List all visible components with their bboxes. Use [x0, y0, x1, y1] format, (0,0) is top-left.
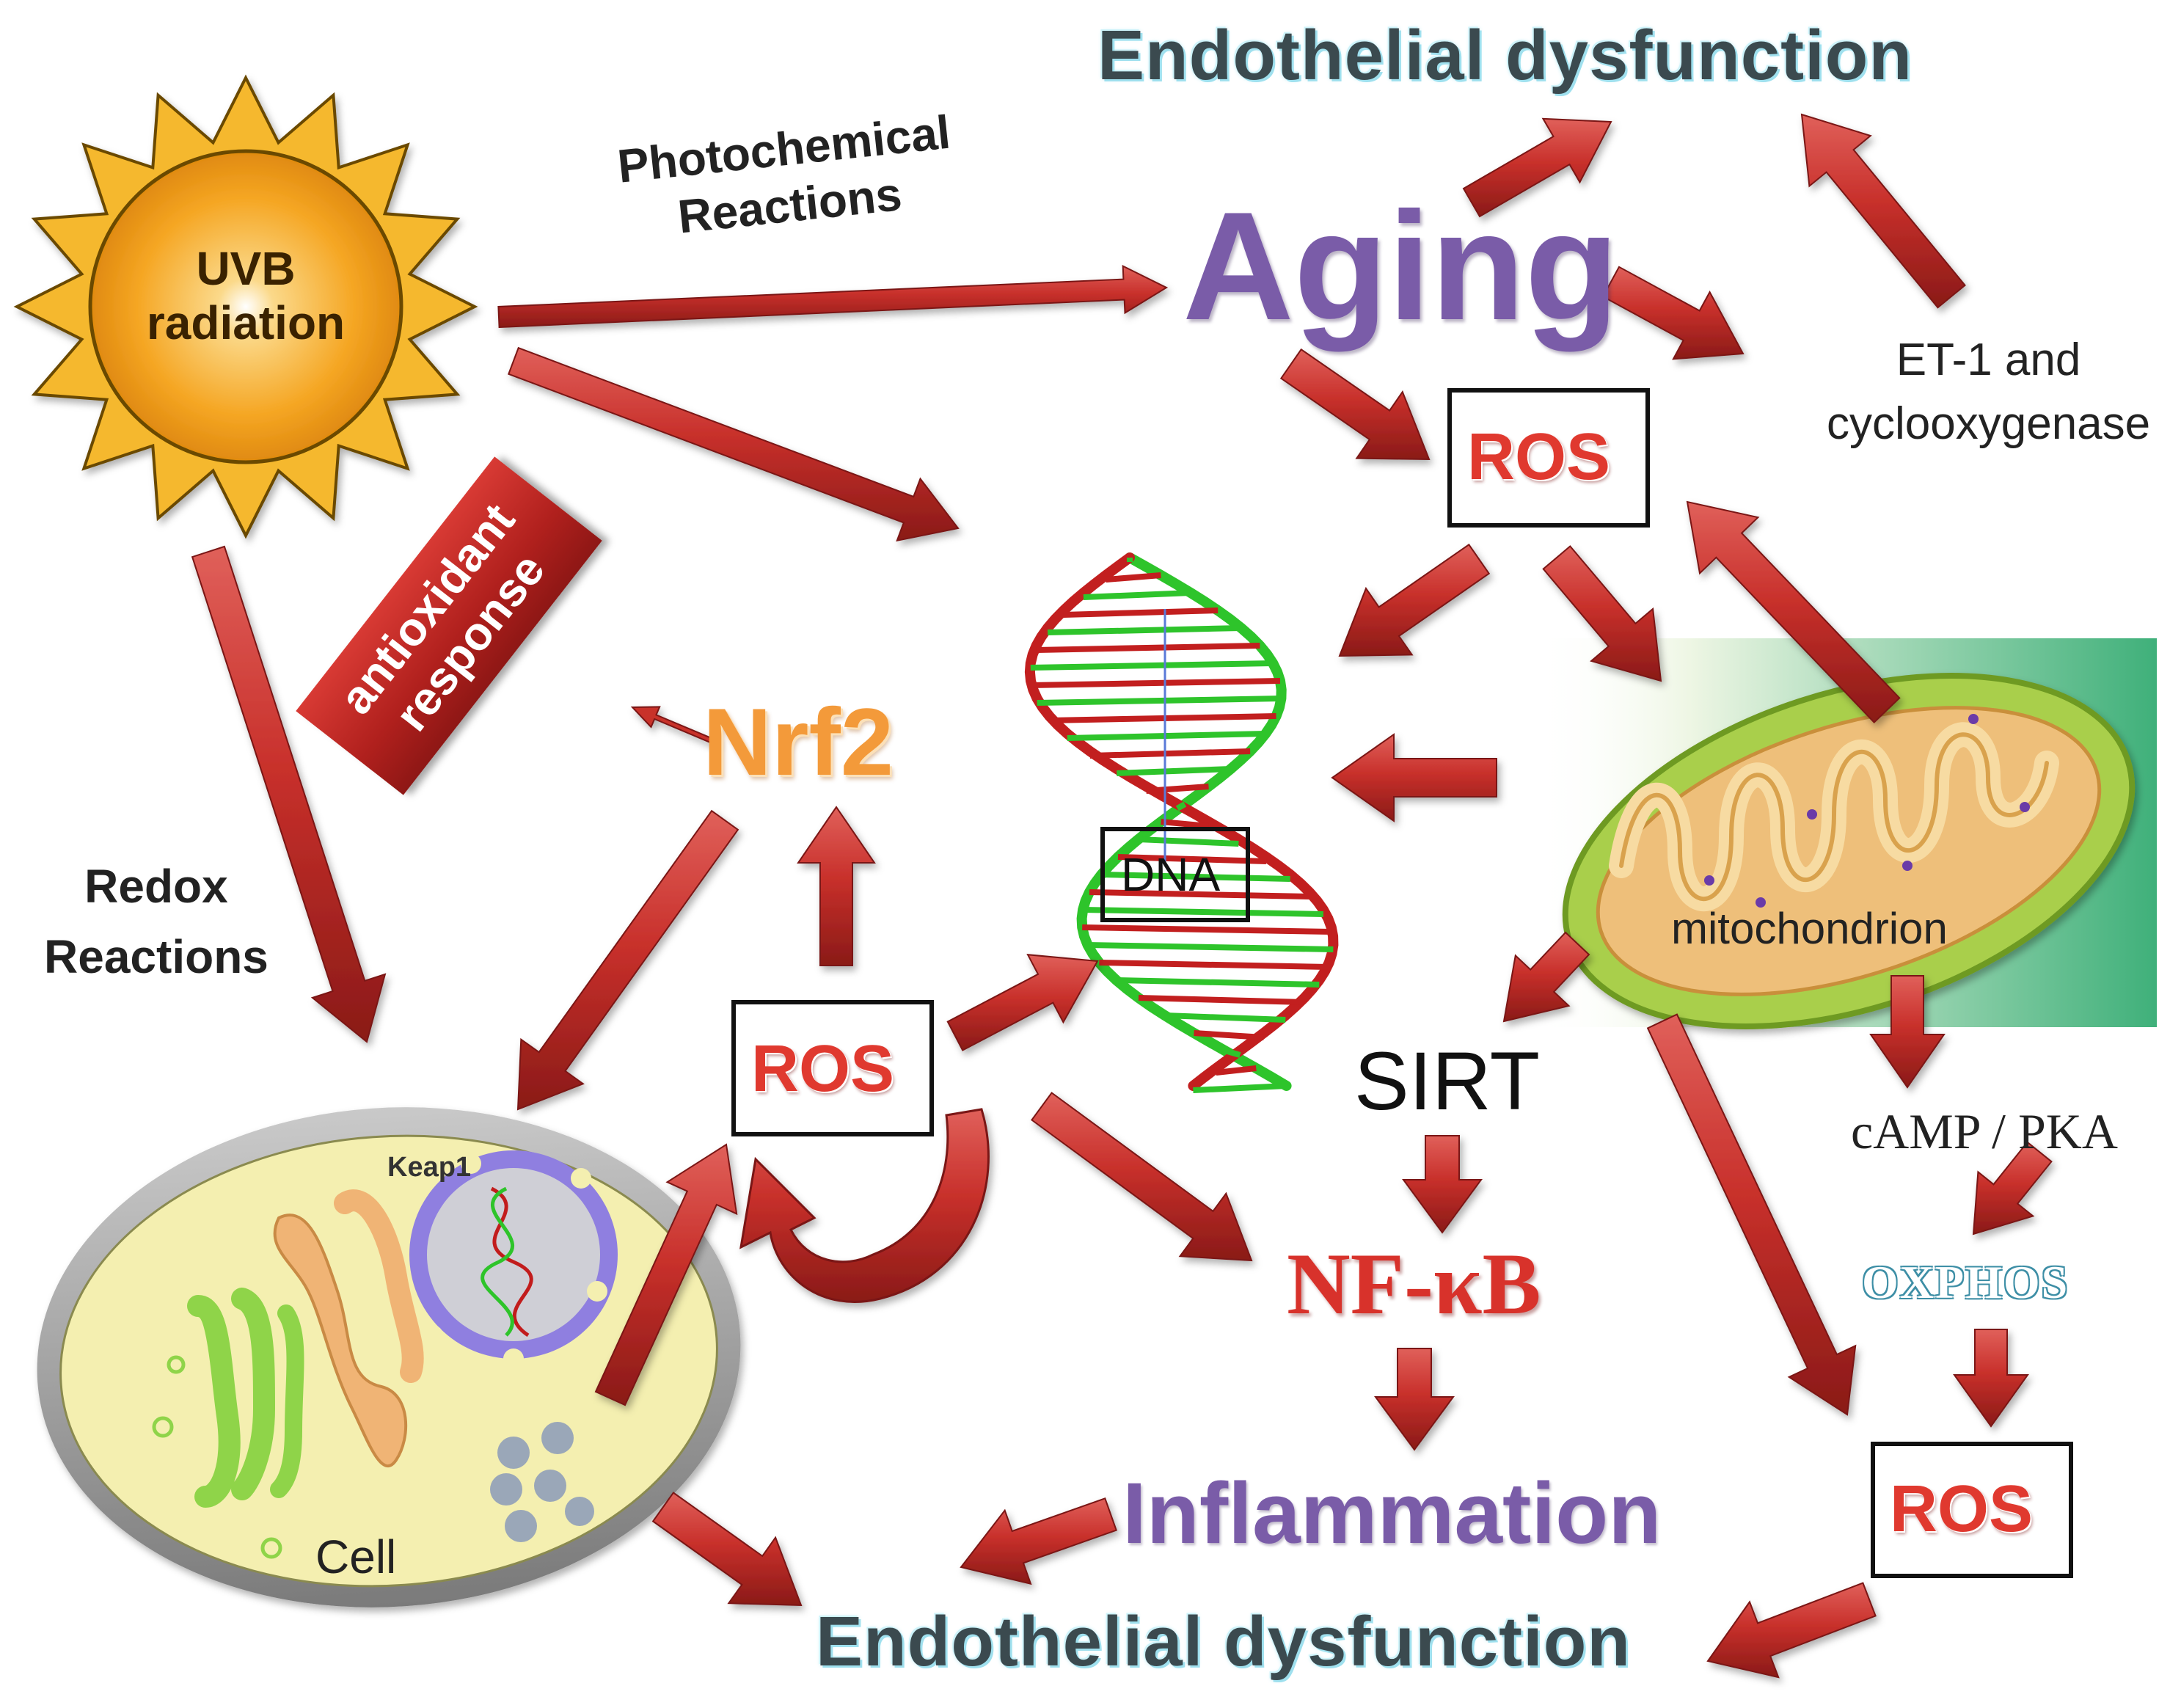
aging-to-et1-arrow [1601, 266, 1745, 360]
inflammation-to-endothelial-bottom-arrow [960, 1497, 1117, 1585]
sun-icon [13, 74, 478, 539]
sun-to-dna-arrow [508, 346, 960, 542]
dna-base-pair [1063, 607, 1219, 618]
node-boxes [731, 388, 2073, 1578]
mito-to-ros-top-arrow [1686, 500, 1901, 724]
dna-base-pair [1117, 854, 1267, 864]
mito-to-dna-arrow [1331, 733, 1497, 822]
dna-base-pair [1067, 731, 1266, 741]
camp-pka-label: cAMP / PKA [1851, 1103, 2118, 1159]
dna-base-pair [1083, 590, 1191, 600]
dna-base-pair [1030, 678, 1281, 688]
oxphos-to-ros-bottom-arrow [1953, 1329, 2029, 1428]
sun-to-cell-arrow [191, 545, 387, 1043]
cell-to-endothelial-bottom-arrow [651, 1492, 803, 1607]
mitochondrion-icon [1562, 673, 2136, 1029]
dna-base-pair [1161, 819, 1209, 829]
ros-mid-to-nrf2-arrow [797, 806, 876, 966]
endothelial-dysfunction-top-label: Endothelial dysfunction [1097, 16, 1913, 95]
ros-mid-to-nfkb-arrow [1031, 1092, 1253, 1262]
nf-kb-label: NF-κB [1287, 1235, 1541, 1332]
ros-bottom-label: ROS [1890, 1472, 2034, 1546]
ros-middle-label: ROS [751, 1032, 895, 1106]
keap1-label: Keap1 [387, 1152, 472, 1183]
dna-base-pair [1047, 625, 1242, 635]
dna-base-pair [1101, 872, 1290, 882]
mitochondrion-label: mitochondrion [1671, 904, 1948, 953]
dna-helix-icon [1024, 552, 1339, 1093]
dna-base-pair [1164, 1012, 1286, 1023]
inflammation-label: Inflammation [1122, 1465, 1662, 1562]
dna-strand [1076, 552, 1292, 1091]
dna-base-pair [1146, 784, 1209, 794]
sun-to-aging-arrow [497, 264, 1169, 329]
nfkb-to-inflammation-arrow [1374, 1348, 1455, 1451]
mito-to-camp-arrow [1869, 975, 1946, 1089]
nrf2-to-antioxidant-arrow [630, 706, 718, 746]
dna-base-pair [1089, 889, 1310, 899]
dna-base-pair [1106, 572, 1161, 583]
camp-to-oxphos-arrow [1972, 1141, 2053, 1236]
redox-reactions-label: Redox Reactions [44, 860, 268, 983]
dna-base-pair [1099, 960, 1329, 970]
dna-base-pair [1138, 836, 1239, 847]
diagram-arrows [191, 113, 2053, 1679]
ros-bottom-to-endothelial-bottom-arrow [1706, 1582, 1877, 1679]
uvb-radiation-label: UVB radiation [146, 242, 346, 349]
ros-top-to-mito-arrow [1542, 545, 1662, 682]
dna-base-pair [1037, 696, 1282, 706]
dna-strand [1024, 552, 1339, 1091]
ros-top-label: ROS [1467, 420, 1611, 494]
dna-base-pair [1216, 1065, 1257, 1076]
ros-mid-to-dna-arrow [946, 954, 1099, 1051]
mito-to-sirt-arrow [1502, 931, 1590, 1023]
cell-icon [37, 1107, 741, 1607]
sirt-to-nfkb-arrow [1402, 1135, 1483, 1234]
ros-top-to-dna-arrow [1338, 543, 1491, 657]
aging-to-ros-top-arrow [1279, 348, 1431, 461]
dna-base-pair [1049, 713, 1276, 723]
cell-label: Cell [315, 1530, 397, 1583]
dna-base-pair [1082, 924, 1331, 935]
dna-base-pair [1117, 766, 1231, 776]
ros-feedback-loop-arrow [739, 1108, 990, 1303]
nrf2-to-cell-arrow [516, 809, 739, 1111]
oxphos-label: OXPHOS [1862, 1256, 2069, 1308]
dna-base-pair [1194, 1030, 1264, 1040]
aging-to-endothelial-top-arrow [1462, 117, 1612, 218]
dna-base-pair [1082, 907, 1324, 917]
dna-base-pair [1175, 801, 1187, 811]
sirt-label: SIRT [1354, 1035, 1541, 1127]
mito-to-ros-bottom-arrow [1646, 1013, 1857, 1416]
dna-base-pair [1030, 660, 1274, 671]
dna-base-pair [1089, 748, 1251, 759]
dna-base-pair [1116, 977, 1320, 988]
et1-cyclooxygenase-label: ET-1 and cyclooxygenase [1827, 335, 2151, 449]
cell-to-ros-mid-arrow [594, 1143, 738, 1406]
nrf2-label: Nrf2 [703, 688, 894, 795]
dna-label: DNA [1121, 848, 1221, 901]
dna-base-pair [1193, 1083, 1287, 1093]
aging-label: Aging [1183, 180, 1619, 352]
dna-base-pair [1036, 643, 1260, 653]
dna-base-pair [1224, 1048, 1241, 1058]
dna-base-pair [1138, 995, 1305, 1005]
et1-to-endothelial-top-arrow [1800, 113, 1966, 309]
endothelial-dysfunction-bottom-label: Endothelial dysfunction [816, 1602, 1632, 1681]
dna-base-pair [1087, 942, 1334, 952]
